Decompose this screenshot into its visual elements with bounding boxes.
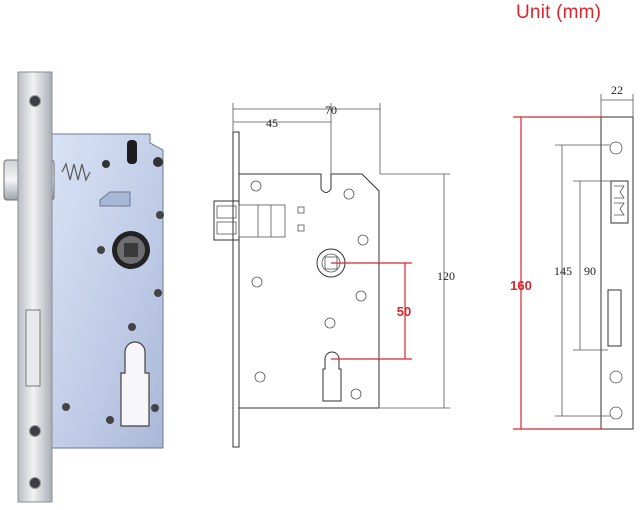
body-screw <box>156 211 164 219</box>
side-screw <box>250 180 262 192</box>
dim-120: 120 <box>437 269 455 283</box>
body-screw <box>97 246 105 254</box>
front-latch-opening <box>610 180 629 224</box>
faceplate-screw-hole <box>29 95 41 107</box>
body-screw <box>106 416 114 424</box>
side-cylinder-hole <box>322 351 342 402</box>
side-faceplate <box>232 131 240 448</box>
dim-45: 45 <box>266 116 278 130</box>
body-slot <box>127 140 137 164</box>
dim-160: 160 <box>510 278 532 293</box>
front-faceplate <box>600 116 634 430</box>
spring <box>61 162 91 182</box>
lock-illustration <box>3 71 164 503</box>
side-screw <box>343 188 355 200</box>
side-screw <box>355 290 367 302</box>
faceplate <box>17 71 53 503</box>
dim-90: 90 <box>584 264 596 278</box>
side-screw <box>357 234 369 246</box>
front-screw-hole <box>609 141 623 155</box>
dim-50: 50 <box>397 304 411 319</box>
body-screw <box>154 289 162 297</box>
dim-22: 22 <box>611 83 623 97</box>
side-screw <box>254 371 266 383</box>
faceplate-view-drawing: 22 160 145 90 <box>510 83 634 430</box>
cylinder-hole <box>120 341 150 427</box>
side-screw <box>350 388 362 400</box>
faceplate-screw-hole <box>29 477 41 489</box>
side-view-drawing: 70 45 120 50 <box>213 103 455 448</box>
dim-70: 70 <box>325 103 337 117</box>
front-screw-hole <box>609 406 623 420</box>
side-screw <box>251 276 263 288</box>
side-screw <box>324 317 336 329</box>
front-screw-hole <box>609 370 623 384</box>
body-screw <box>102 160 110 168</box>
body-screw <box>151 404 159 412</box>
faceplate-screw-hole <box>29 425 41 437</box>
body-screw <box>62 403 70 411</box>
deadbolt-slot <box>25 309 41 387</box>
body-screw <box>128 323 136 331</box>
dim-145: 145 <box>554 264 572 278</box>
body-screw <box>153 157 163 167</box>
front-deadbolt-opening <box>607 289 622 347</box>
side-body-outline <box>238 173 380 409</box>
unit-label: Unit (mm) <box>516 2 602 23</box>
